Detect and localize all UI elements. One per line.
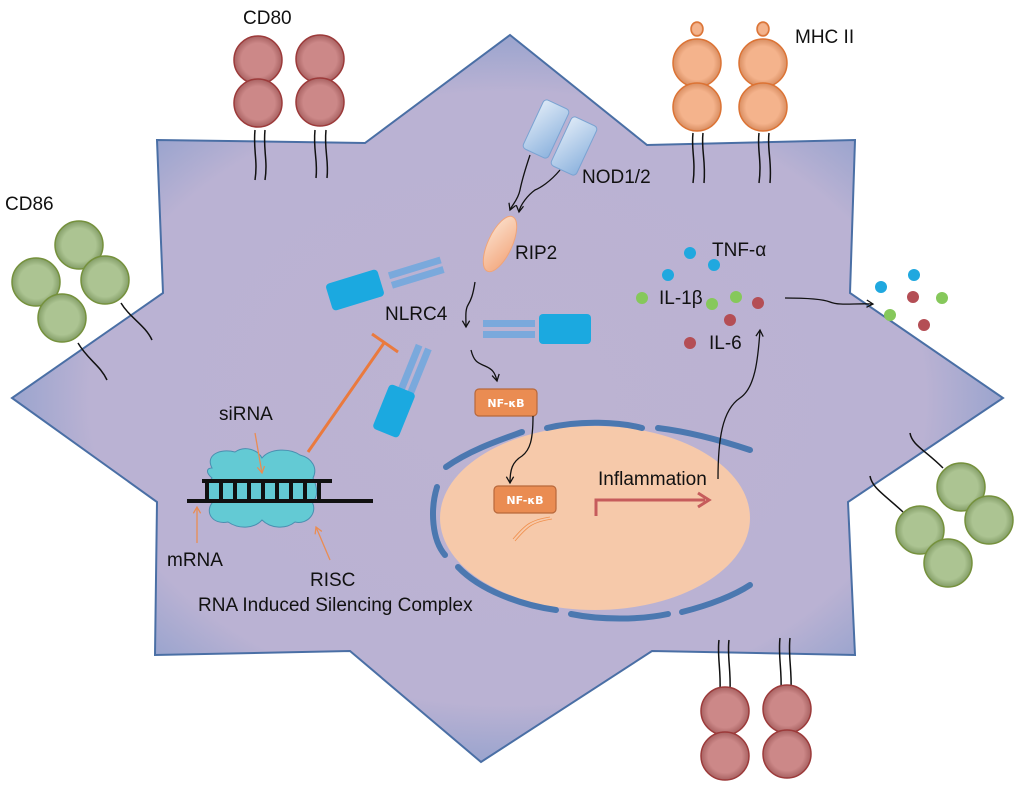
rip2-to-nlrc4-arrow [461,281,476,329]
tnf-alpha-label: TNF-α [712,240,766,261]
rip2-label: RIP2 [515,243,557,264]
cd80-label: CD80 [243,8,292,29]
cd80-top-group [233,34,345,181]
il1b-label: IL-1β [659,288,703,309]
sirna-mrna-duplex [187,479,373,503]
nod-to-rip2-arrow [508,154,531,212]
tnf-alpha-particle [662,269,674,281]
cd80-bottom-group [700,637,812,781]
nfkb-cytoplasm: NF-κB [474,388,538,417]
nlrc4-complex [326,256,591,438]
sirna-label: siRNA [219,404,273,425]
tnf-alpha-particle [875,281,887,293]
sirna-pointer-arrow [254,432,266,475]
mhc2-receptor [738,21,788,184]
cd86-label: CD86 [5,194,54,215]
inhibition-line [306,332,399,453]
mhc2-receptor [672,21,722,184]
cytokine-release-arrow [784,297,875,308]
il6-particle [752,297,764,309]
il1b-particle [636,292,648,304]
nod-to-rip2-arrow [515,169,561,214]
cytokines-intracellular [636,247,764,349]
nfkb-cytoplasm-label: NF-κB [487,397,524,410]
cd80-receptor [233,35,283,181]
il1b-particle [730,291,742,303]
dna-strand-icon [512,516,553,542]
nfkb-nucleus: NF-κB [493,485,557,514]
cytokines-secreted [875,269,948,331]
inflammation-label: Inflammation [598,469,707,490]
nod1-2-label: NOD1/2 [582,167,651,188]
tnf-alpha-particle [908,269,920,281]
il6-particle [724,314,736,326]
nucleus [440,426,750,610]
cd80-receptor [295,34,345,179]
il6-particle [918,319,930,331]
nlrc4-to-nfkb-arrow [470,349,500,383]
nod1-2-receptor [522,99,598,176]
cd80-receptor [762,637,812,779]
nlrc4-label: NLRC4 [385,304,448,325]
cd86-left-group [11,220,153,381]
mrna-label: mRNA [167,550,223,571]
il6-particle [684,337,696,349]
nfkb-translocation-arrow [505,415,534,485]
il1b-particle [706,298,718,310]
mhc2-group [672,21,788,184]
risc-full-label: RNA Induced Silencing Complex [198,595,473,616]
secretion-arrow [717,328,764,480]
transcription-arrow [594,491,712,516]
risc-pointer-arrow [314,525,331,561]
il1b-particle [936,292,948,304]
cd80-receptor [700,639,750,781]
rip2-protein [482,215,518,273]
tnf-alpha-particle [708,259,720,271]
cd86-right-group [869,432,1014,588]
nuclear-envelope [430,419,753,622]
il6-label: IL-6 [709,333,742,354]
il6-particle [907,291,919,303]
risc-label: RISC [310,570,355,591]
nfkb-nucleus-label: NF-κB [506,494,543,507]
tnf-alpha-particle [684,247,696,259]
mhc2-label: MHC II [795,27,854,48]
il1b-particle [884,309,896,321]
